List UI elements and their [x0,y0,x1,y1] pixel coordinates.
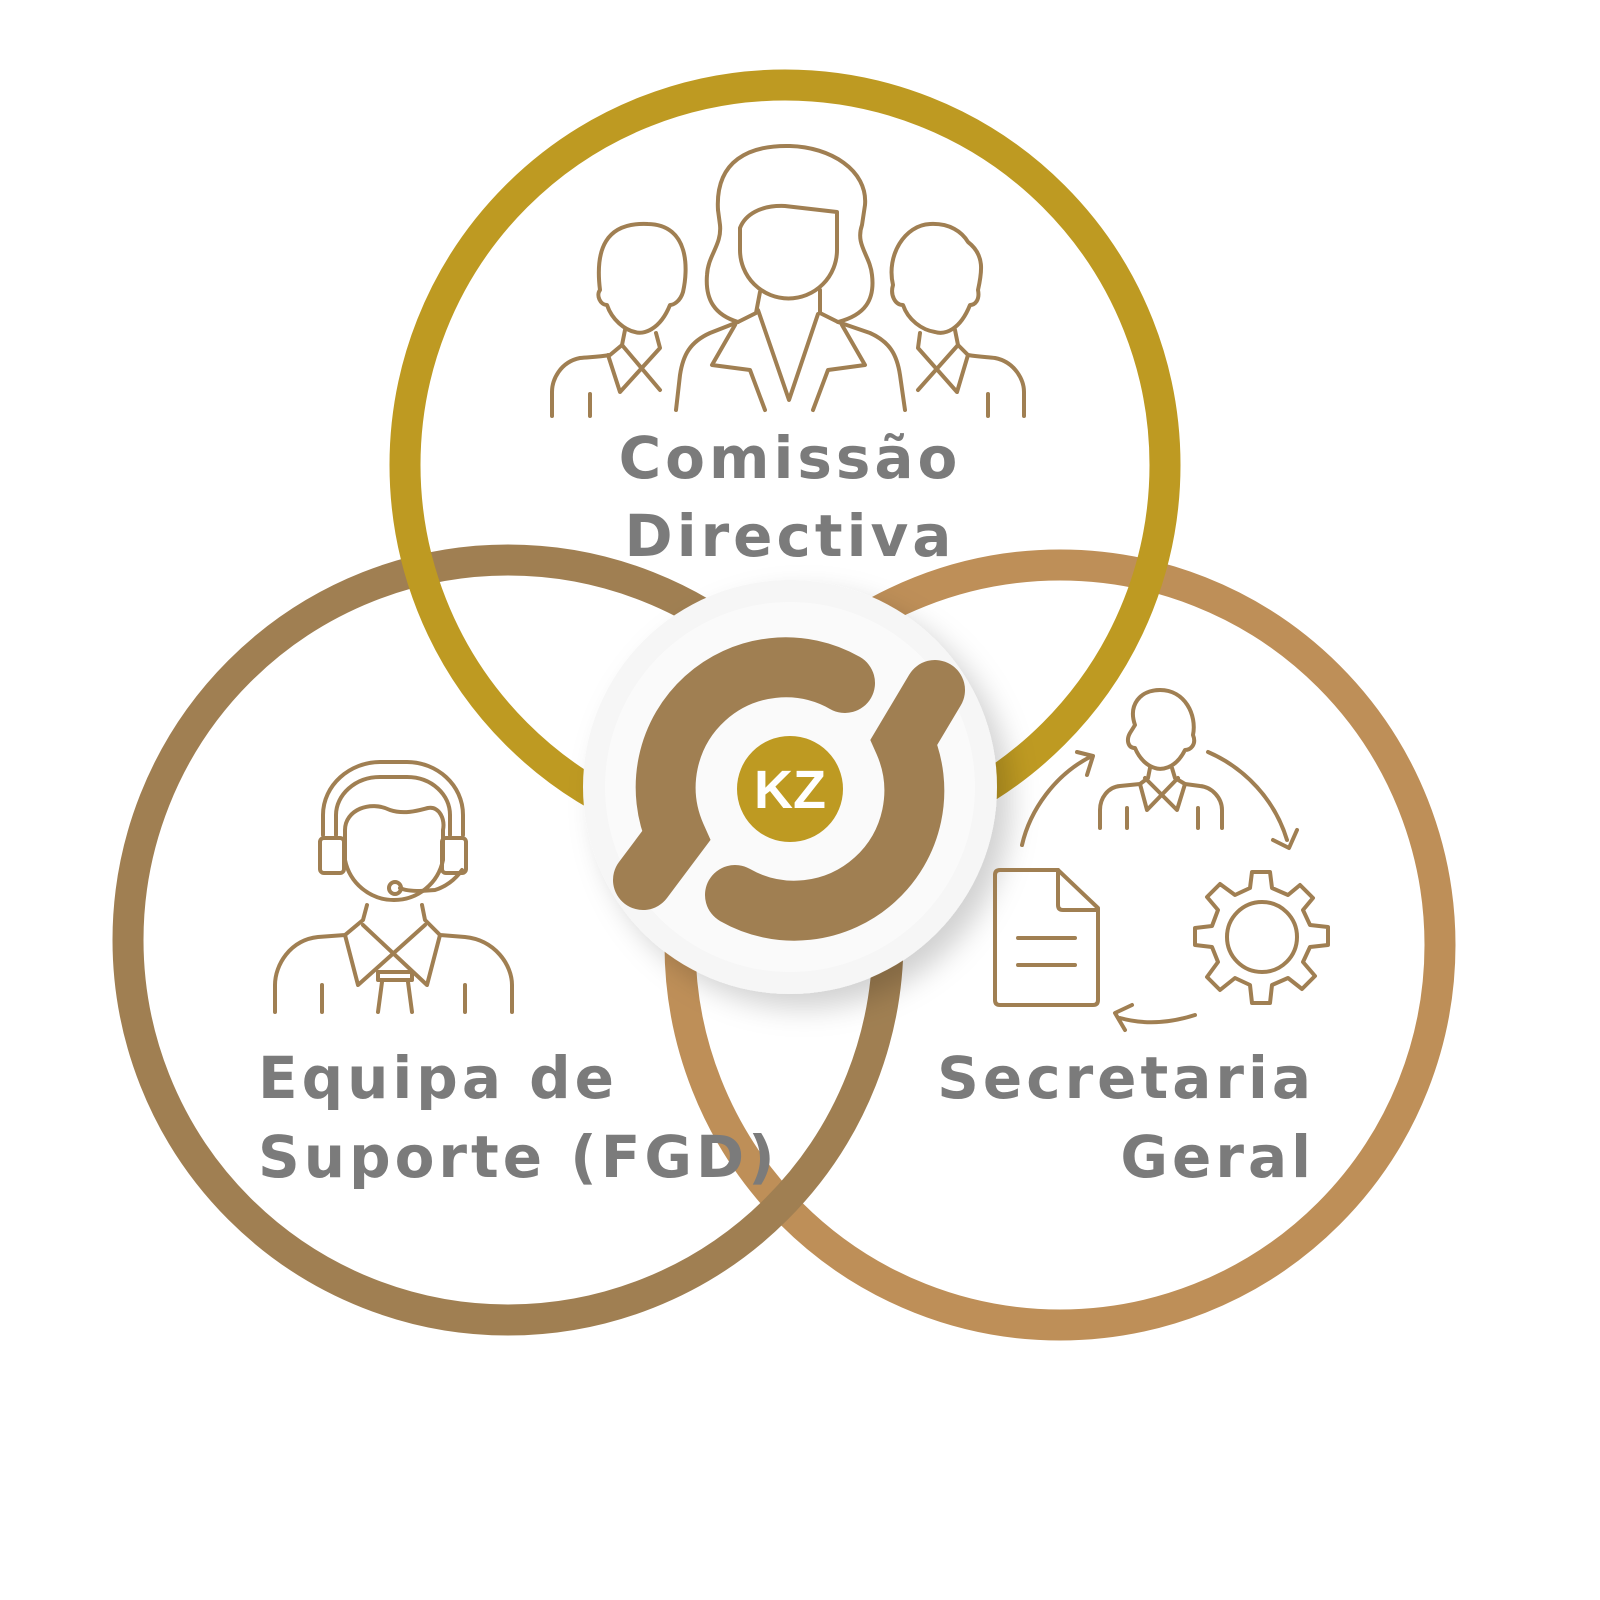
administration-workflow-icon [993,688,1330,1032]
right-label-line2: Geral [1120,1123,1315,1191]
right-label-line1: Secretaria [937,1044,1315,1112]
left-label-line1: Equipa de [258,1044,618,1112]
top-label-line1: Comissão [619,424,962,492]
top-label-line2: Directiva [625,502,956,570]
logo-text: KZ [754,760,826,820]
support-agent-headset-icon [273,760,514,1014]
left-label-line2: Suporte (FGD) [258,1123,779,1191]
group-of-people-icon [550,143,1026,418]
sync-arrows-icon [613,637,965,941]
center-logo: KZ [583,580,997,994]
